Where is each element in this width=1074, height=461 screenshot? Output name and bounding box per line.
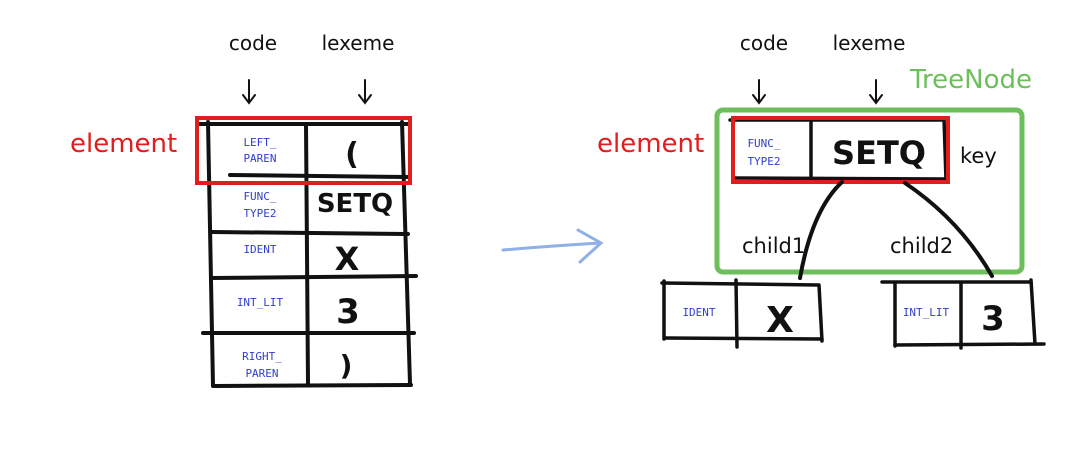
row-lexeme: SETQ <box>317 189 393 219</box>
tree-header-code: code <box>740 31 788 55</box>
token-table-grid <box>195 120 418 388</box>
root-code-line2: TYPE2 <box>747 155 780 168</box>
left-element-label: element <box>70 129 177 159</box>
key-label: key <box>960 144 997 168</box>
row-code-line1: INT_LIT <box>237 296 284 309</box>
row-lexeme: ( <box>345 137 359 172</box>
table-row: RIGHT_ PAREN ) <box>242 349 352 382</box>
row-code-line2: PAREN <box>245 367 278 380</box>
row-code-line1: IDENT <box>243 243 276 256</box>
treenode-box <box>714 107 1025 275</box>
table-row: FUNC_ TYPE2 SETQ <box>243 189 393 220</box>
left-header-code: code <box>229 31 277 55</box>
child1-lexeme: X <box>766 300 794 341</box>
row-code-line2: PAREN <box>243 152 276 165</box>
table-row: IDENT X <box>243 240 359 278</box>
root-lexeme: SETQ <box>832 134 926 172</box>
tree-element-label: element <box>597 129 704 159</box>
row-code-line1: FUNC_ <box>243 190 276 203</box>
treenode-label: TreeNode <box>909 65 1032 95</box>
child1-code: IDENT <box>682 306 715 319</box>
child2-code: INT_LIT <box>903 306 950 319</box>
token-table-section: code lexeme LEFT_ PAREN <box>70 31 418 388</box>
table-row: LEFT_ PAREN ( <box>243 136 358 172</box>
child-edges <box>798 180 994 280</box>
row-lexeme: 3 <box>336 292 360 332</box>
right-arrow-icon <box>501 228 604 264</box>
down-arrow-icon <box>242 79 256 105</box>
row-code-line2: TYPE2 <box>243 207 276 220</box>
treenode-section: code lexeme TreeNode FUNC_ TYPE2 SETQ el… <box>597 31 1046 350</box>
tree-header-lexeme: lexeme <box>833 31 906 55</box>
left-header-lexeme: lexeme <box>322 31 395 55</box>
child2-label: child2 <box>890 234 953 258</box>
down-arrow-icon <box>358 79 372 105</box>
root-code-line1: FUNC_ <box>747 137 780 150</box>
element-highlight-box <box>195 116 412 185</box>
row-lexeme: ) <box>340 349 353 382</box>
child2-lexeme: 3 <box>981 299 1005 339</box>
table-row: INT_LIT 3 <box>237 292 360 332</box>
row-lexeme: X <box>335 240 360 278</box>
down-arrow-icon <box>869 79 883 105</box>
down-arrow-icon <box>752 79 766 105</box>
row-code-line1: LEFT_ <box>243 136 276 149</box>
child1-label: child1 <box>742 234 805 258</box>
child2-node <box>880 278 1046 350</box>
row-code-line1: RIGHT_ <box>242 350 282 363</box>
child1-node <box>660 278 824 349</box>
